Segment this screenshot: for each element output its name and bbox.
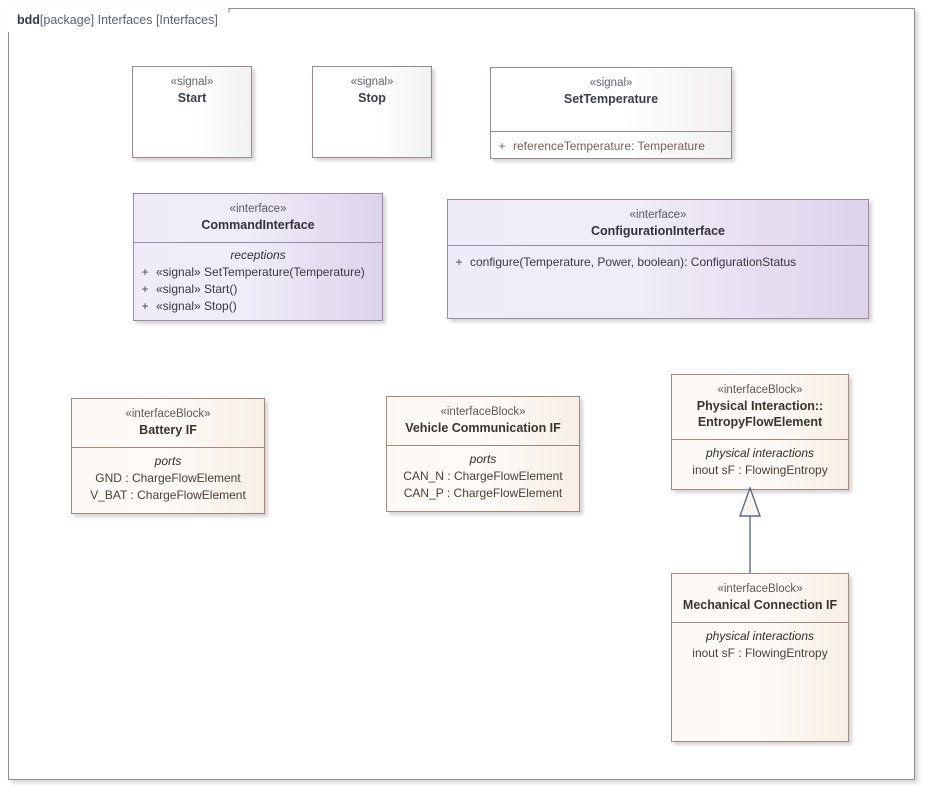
visibility-marker: + bbox=[455, 255, 463, 269]
vehicle-communication-if-stereotype: «interfaceBlock» bbox=[440, 406, 526, 418]
set-temperature-name: SetTemperature bbox=[563, 92, 659, 106]
start-signal-name: Start bbox=[177, 91, 207, 105]
interaction-entry: inout sF : FlowingEntropy bbox=[692, 463, 828, 477]
port-entry: CAN_P : ChargeFlowElement bbox=[403, 485, 563, 500]
configuration-interface-name: ConfigurationInterface bbox=[590, 224, 726, 238]
battery-if-header: «interfaceBlock» Battery IF bbox=[72, 399, 264, 447]
command-interface-header: «interface» CommandInterface bbox=[134, 194, 382, 242]
header-tab-label: bdd[package] Interfaces [Interfaces] bbox=[8, 8, 228, 32]
set-temperature-attributes: + referenceTemperature: Temperature bbox=[491, 131, 731, 160]
vehicle-communication-if-name: Vehicle Communication IF bbox=[405, 421, 561, 435]
node-configuration-interface[interactable]: «interface» ConfigurationInterface + con… bbox=[447, 199, 869, 319]
mechanical-connection-if-name: Mechanical Connection IF bbox=[682, 598, 838, 612]
start-signal-stereotype: «signal» bbox=[170, 76, 214, 88]
command-interface-stereotype: «interface» bbox=[229, 203, 287, 215]
vehicle-communication-if-header: «interfaceBlock» Vehicle Communication I… bbox=[387, 397, 579, 445]
visibility-marker: + bbox=[141, 282, 149, 296]
command-interface-receptions: receptions + «signal» SetTemperature(Tem… bbox=[134, 242, 382, 322]
physical-interactions-compartment-title: physical interactions bbox=[705, 446, 815, 460]
port-entry: V_BAT : ChargeFlowElement bbox=[90, 487, 246, 502]
header-scope: [package] Interfaces [Interfaces] bbox=[39, 13, 218, 27]
reception-text: «signal» Start() bbox=[156, 282, 238, 296]
set-temperature-header: «signal» SetTemperature bbox=[491, 68, 731, 131]
ports-compartment-title: ports bbox=[469, 452, 497, 466]
entropy-flow-element-header: «interfaceBlock» Physical Interaction:: … bbox=[672, 375, 848, 439]
attribute-text: referenceTemperature: Temperature bbox=[513, 139, 705, 153]
node-command-interface[interactable]: «interface» CommandInterface receptions … bbox=[133, 193, 383, 321]
stop-signal-header: «signal» Stop bbox=[313, 67, 431, 159]
node-battery-if[interactable]: «interfaceBlock» Battery IF ports GND : … bbox=[71, 398, 265, 514]
vehicle-communication-if-ports: ports CAN_N : ChargeFlowElement CAN_P : … bbox=[387, 445, 579, 513]
node-start-signal[interactable]: «signal» Start bbox=[132, 66, 252, 158]
header-kind: bdd bbox=[17, 13, 40, 27]
command-interface-name: CommandInterface bbox=[201, 218, 315, 232]
entropy-flow-element-stereotype: «interfaceBlock» bbox=[717, 384, 803, 396]
reception-text: «signal» Stop() bbox=[156, 299, 237, 313]
physical-interactions-compartment-title: physical interactions bbox=[705, 629, 815, 643]
node-vehicle-communication-if[interactable]: «interfaceBlock» Vehicle Communication I… bbox=[386, 396, 580, 512]
mechanical-connection-if-stereotype: «interfaceBlock» bbox=[717, 583, 803, 595]
operation-text: configure(Temperature, Power, boolean): … bbox=[470, 255, 797, 269]
configuration-interface-operations: + configure(Temperature, Power, boolean)… bbox=[448, 245, 868, 320]
diagram-header-tab[interactable]: bdd[package] Interfaces [Interfaces] bbox=[8, 8, 232, 32]
visibility-marker: + bbox=[141, 265, 149, 279]
node-mechanical-connection-if[interactable]: «interfaceBlock» Mechanical Connection I… bbox=[671, 573, 849, 742]
reception-row: + «signal» Stop() bbox=[134, 298, 382, 315]
reception-text: «signal» SetTemperature(Temperature) bbox=[156, 265, 365, 279]
reception-row: + «signal» SetTemperature(Temperature) bbox=[134, 264, 382, 281]
stop-signal-name: Stop bbox=[358, 91, 386, 105]
start-signal-header: «signal» Start bbox=[133, 67, 251, 159]
attribute-row: + referenceTemperature: Temperature bbox=[491, 138, 731, 155]
configuration-interface-stereotype: «interface» bbox=[629, 209, 687, 221]
mechanical-connection-if-interactions: physical interactions inout sF : Flowing… bbox=[672, 622, 848, 743]
entropy-flow-element-name-line2: EntropyFlowElement bbox=[697, 415, 823, 429]
node-set-temperature-signal[interactable]: «signal» SetTemperature + referenceTempe… bbox=[490, 67, 732, 159]
entropy-flow-element-interactions: physical interactions inout sF : Flowing… bbox=[672, 439, 848, 491]
set-temperature-stereotype: «signal» bbox=[589, 77, 633, 89]
ports-compartment-title: ports bbox=[154, 454, 182, 468]
operation-row: + configure(Temperature, Power, boolean)… bbox=[448, 254, 868, 271]
mechanical-connection-if-header: «interfaceBlock» Mechanical Connection I… bbox=[672, 574, 848, 622]
interaction-entry: inout sF : FlowingEntropy bbox=[692, 646, 828, 660]
visibility-marker: + bbox=[141, 299, 149, 313]
reception-row: + «signal» Start() bbox=[134, 281, 382, 298]
battery-if-stereotype: «interfaceBlock» bbox=[125, 408, 211, 420]
stop-signal-stereotype: «signal» bbox=[350, 76, 394, 88]
receptions-compartment-title: receptions bbox=[230, 248, 286, 262]
visibility-marker: + bbox=[498, 139, 506, 153]
node-stop-signal[interactable]: «signal» Stop bbox=[312, 66, 432, 158]
port-entry: CAN_N : ChargeFlowElement bbox=[403, 469, 563, 483]
node-entropy-flow-element[interactable]: «interfaceBlock» Physical Interaction:: … bbox=[671, 374, 849, 490]
port-entry: GND : ChargeFlowElement bbox=[95, 471, 241, 485]
configuration-interface-header: «interface» ConfigurationInterface bbox=[448, 200, 868, 245]
battery-if-ports: ports GND : ChargeFlowElement V_BAT : Ch… bbox=[72, 447, 264, 515]
battery-if-name: Battery IF bbox=[139, 423, 197, 437]
entropy-flow-element-name-line1: Physical Interaction:: bbox=[696, 399, 824, 413]
